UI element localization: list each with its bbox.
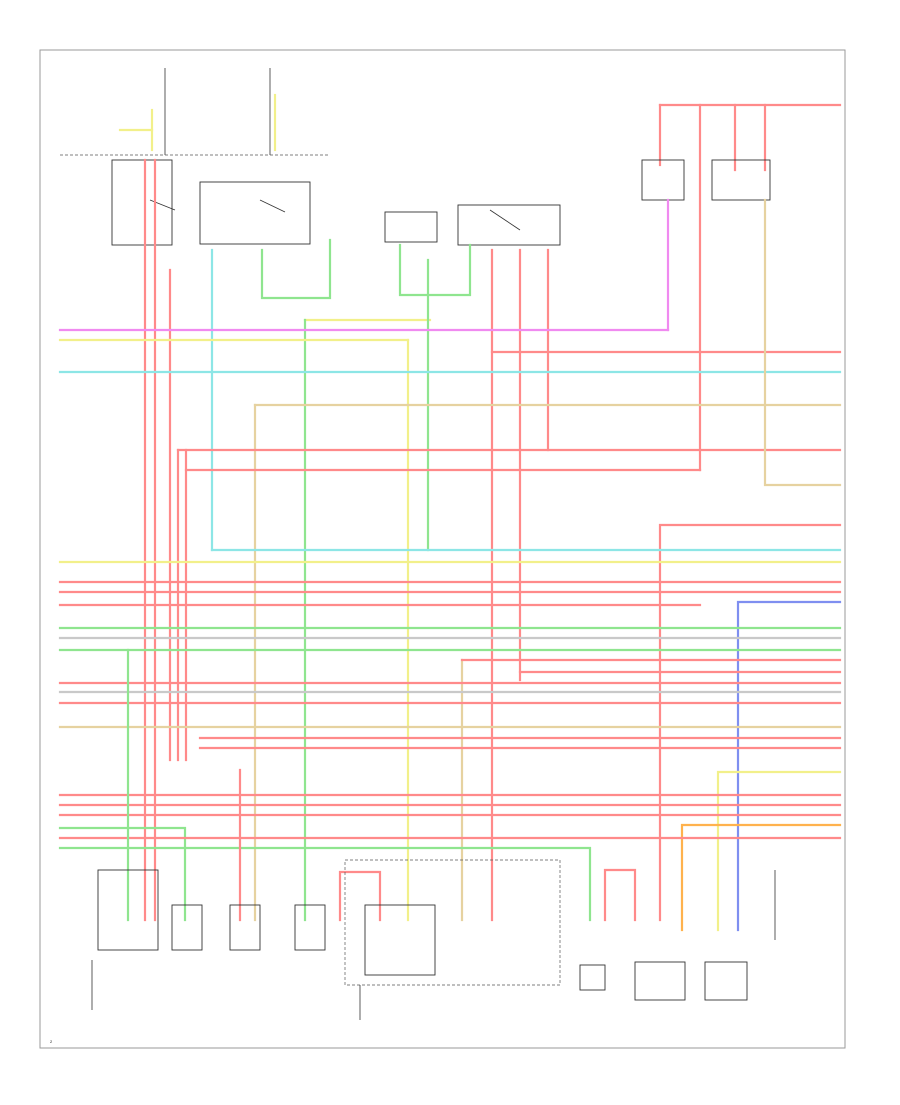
main-relay-box: [111, 159, 173, 246]
wire-blue-h: [736, 600, 842, 932]
component-box-3: [229, 904, 261, 951]
relay-switch-contact: [489, 209, 521, 231]
sensor-module-box: [384, 211, 438, 243]
fuel-tank-assembly: [344, 859, 561, 986]
wire-orange-h: [680, 823, 842, 932]
main-relay-contact: [149, 199, 176, 211]
page-marker: 2: [50, 1039, 53, 1044]
wire-tan-h2: [763, 198, 842, 487]
wire-green-harness-a: [260, 238, 332, 300]
sensor-component: [579, 964, 606, 991]
fuel-pump-box: [364, 904, 436, 976]
wire-red-drop-c: [603, 868, 637, 922]
wire-yellow-h3: [716, 770, 842, 932]
relay-module-box: [457, 204, 561, 246]
diagram-frame: [39, 49, 846, 1049]
wire-red-drop-b: [338, 870, 382, 922]
module-component: [634, 961, 686, 1001]
wire-green-h3: [58, 826, 187, 922]
control-module-box: [199, 181, 311, 245]
component-box-2: [171, 904, 203, 951]
control-relay-contact: [259, 199, 286, 213]
component-box-4: [294, 904, 326, 951]
sensor-component-b: [704, 961, 748, 1001]
wire-green-h4: [58, 846, 592, 922]
main-relay-box-right: [711, 159, 771, 201]
wire-green-harness-b: [398, 243, 472, 297]
fuel-relay-box: [641, 159, 685, 201]
wire-red-h4: [658, 523, 842, 922]
component-box-1: [97, 869, 159, 951]
